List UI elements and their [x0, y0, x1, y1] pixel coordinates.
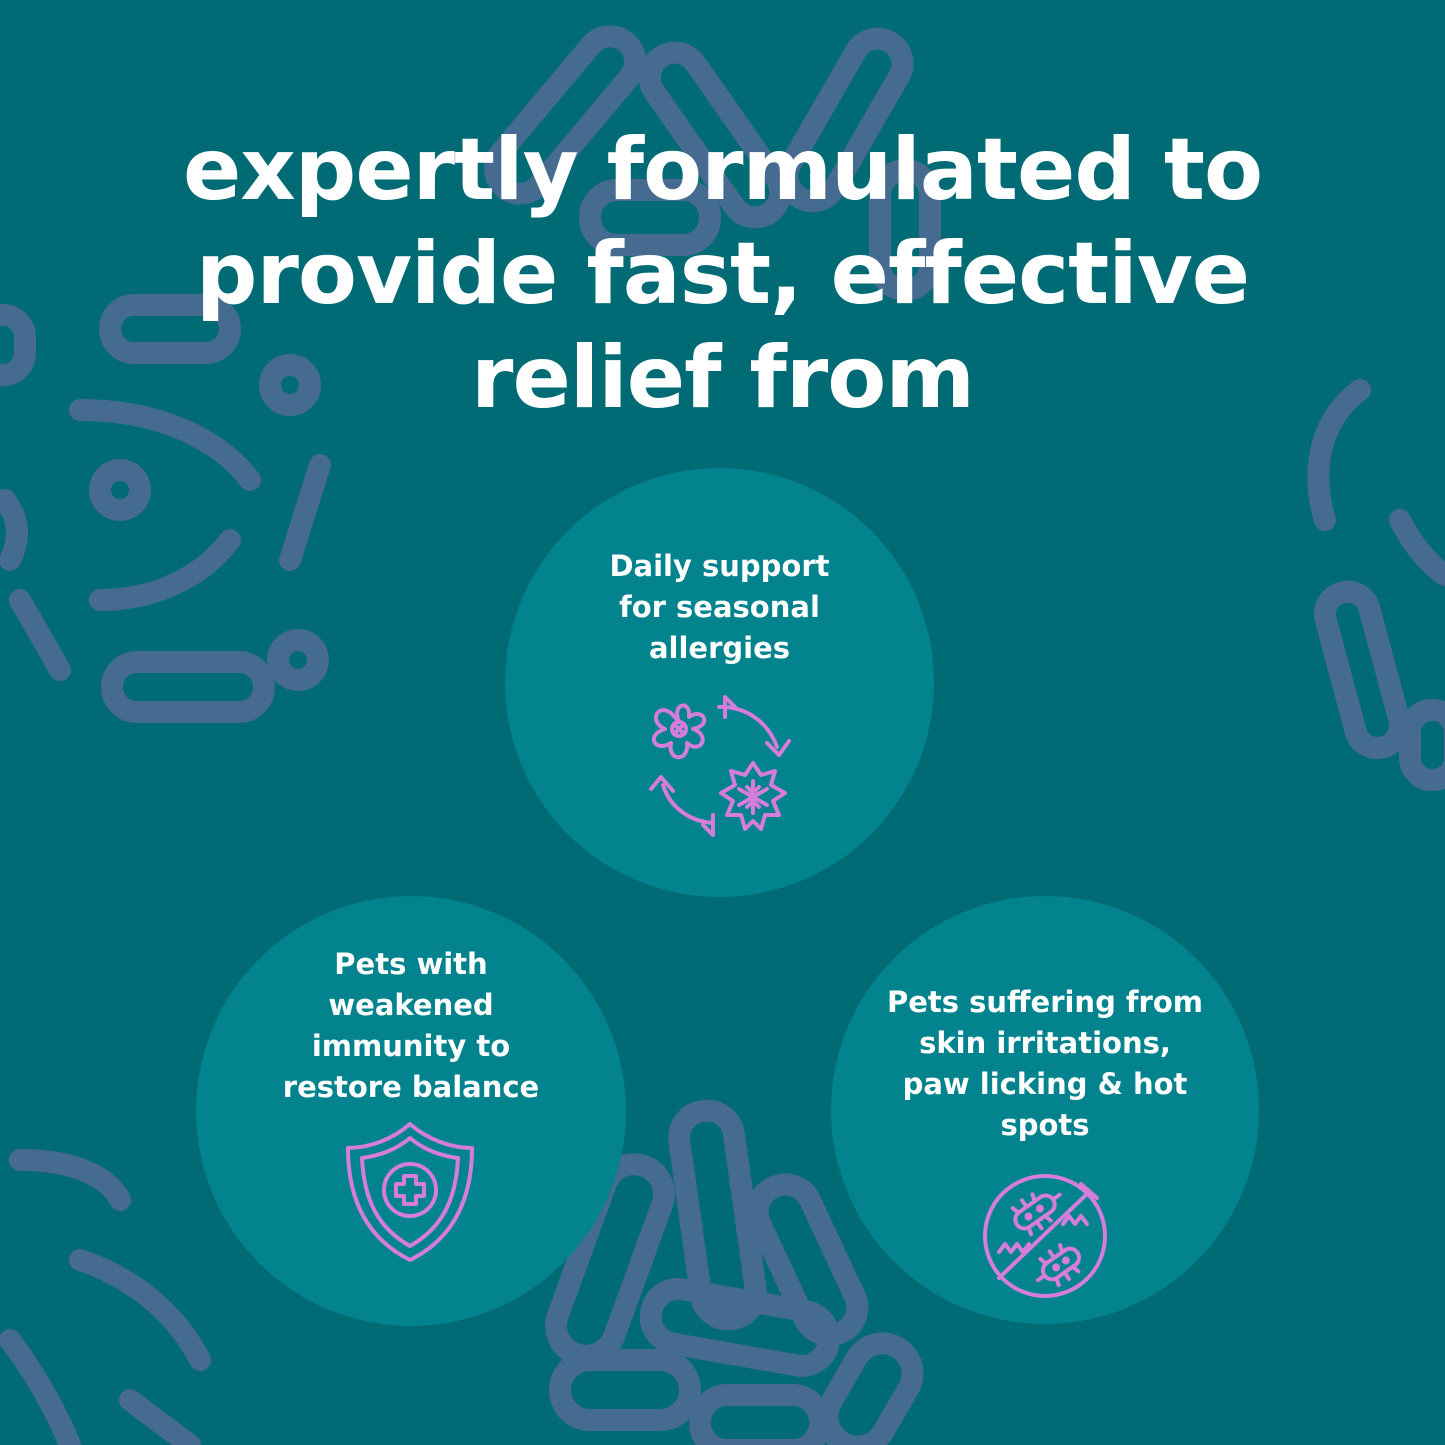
benefit-line: weakened — [328, 988, 494, 1022]
headline-line-3: relief from — [471, 328, 975, 428]
no-bacteria-icon — [983, 1174, 1107, 1298]
headline: expertly formulated to provide fast, eff… — [0, 118, 1445, 430]
benefit-line: skin irritations, — [919, 1026, 1171, 1060]
benefit-line: restore balance — [282, 1070, 540, 1104]
benefit-line: paw licking & hot — [902, 1067, 1188, 1101]
benefit-skin-irritations: Pets suffering from skin irritations, pa… — [831, 896, 1259, 1324]
benefit-seasonal-allergies: Daily support for seasonal allergies — [505, 468, 934, 897]
headline-line-1: expertly formulated to — [182, 120, 1263, 220]
health-shield-icon — [346, 1122, 474, 1262]
seasons-cycle-icon — [649, 695, 791, 837]
benefit-line: spots — [1000, 1108, 1090, 1142]
benefit-label: Pets suffering from skin irritations, pa… — [831, 982, 1259, 1146]
headline-line-2: provide fast, effective — [195, 224, 1250, 324]
benefit-line: for seasonal — [619, 590, 820, 624]
benefit-line: allergies — [648, 631, 791, 665]
benefit-weakened-immunity: Pets with weakened immunity to restore b… — [196, 896, 626, 1326]
benefit-line: Daily support — [609, 549, 830, 583]
benefit-line: immunity to — [311, 1029, 511, 1063]
benefit-line: Pets suffering from — [886, 985, 1203, 1019]
benefit-label: Pets with weakened immunity to restore b… — [196, 944, 626, 1108]
benefit-label: Daily support for seasonal allergies — [505, 546, 934, 669]
benefit-line: Pets with — [334, 947, 488, 981]
